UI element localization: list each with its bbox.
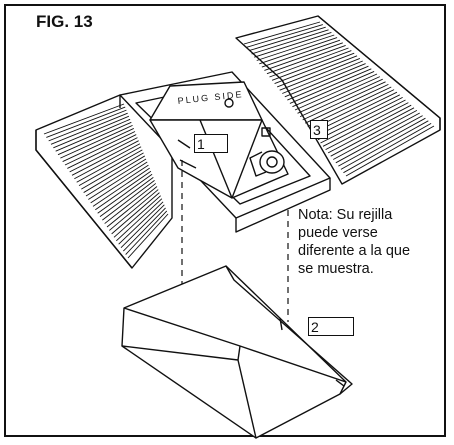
louver-line — [50, 112, 128, 145]
note-line: se muestra. — [298, 261, 374, 277]
louver-line — [76, 146, 142, 183]
louver-line — [305, 83, 389, 124]
note-line: Nota: Su rejilla — [298, 207, 393, 223]
louver-line — [287, 65, 369, 101]
right-louvers — [243, 21, 435, 177]
louver-line — [43, 103, 125, 135]
callout-3: 3 — [310, 120, 328, 139]
louver-line — [335, 115, 423, 164]
plug-side-housing — [149, 81, 289, 199]
louver-line — [55, 118, 131, 152]
grille-note: Nota: Su rejilla puede verse diferente a… — [298, 206, 452, 278]
louver-line — [261, 39, 341, 68]
right-grille-panel — [235, 15, 441, 185]
louver-line — [109, 189, 159, 231]
louver-line — [88, 161, 148, 200]
left-louvers — [43, 103, 169, 259]
louver-line — [333, 112, 420, 160]
callout-1: 1 — [194, 134, 228, 153]
louver-line — [118, 201, 164, 245]
louver-line — [340, 120, 429, 170]
louver-line — [102, 180, 155, 221]
louver-line — [282, 60, 363, 94]
louver-line — [64, 131, 136, 166]
louver-line — [78, 149, 143, 187]
louver-line — [294, 73, 378, 111]
louver-line — [271, 50, 352, 81]
alignment-lines — [181, 160, 289, 322]
louver-line — [259, 37, 338, 65]
louver-line — [338, 117, 426, 167]
louver-line — [67, 134, 137, 169]
louver-line — [256, 34, 335, 61]
louver-line — [83, 155, 146, 193]
louver-line — [320, 99, 406, 144]
louver-line — [74, 143, 141, 180]
louver-line — [269, 47, 349, 78]
louver-line — [297, 76, 381, 114]
louver-line — [48, 109, 127, 142]
louver-line — [60, 124, 133, 159]
louver-line — [85, 158, 147, 197]
louver-line — [90, 164, 149, 204]
callout-2: 2 — [308, 317, 354, 336]
louver-line — [317, 96, 403, 141]
louver-line — [248, 26, 326, 52]
louver-line — [274, 52, 355, 85]
louver-line — [307, 86, 392, 127]
louver-line — [315, 94, 400, 137]
louver-line — [330, 110, 418, 157]
left-grille-panel — [35, 94, 173, 269]
louver-line — [71, 140, 139, 176]
note-line: diferente a la que — [298, 243, 411, 259]
figure-title: FIG. 13 — [36, 12, 93, 31]
louver-line — [99, 176, 154, 218]
note-line: puede verse — [298, 225, 378, 241]
louver-line — [125, 210, 168, 255]
louver-line — [111, 192, 160, 235]
louver-line — [62, 128, 134, 162]
louver-line — [46, 106, 126, 138]
louver-line — [299, 78, 383, 118]
louver-line — [106, 186, 158, 228]
louver-line — [123, 207, 166, 252]
louver-line — [292, 70, 375, 108]
louver-line — [116, 198, 163, 242]
louver-line — [243, 21, 321, 45]
louver-line — [264, 42, 343, 71]
louver-line — [327, 107, 415, 154]
louver-line — [289, 68, 372, 104]
louver-line — [284, 63, 366, 98]
louver-line — [81, 152, 144, 190]
louver-line — [127, 213, 169, 259]
louver-line — [92, 167, 150, 207]
louver-line — [302, 81, 386, 121]
louver-line — [97, 173, 153, 214]
louver-line — [95, 170, 152, 211]
louver-line — [57, 121, 132, 156]
knockout-cylinder — [249, 150, 285, 177]
louver-line — [246, 24, 323, 48]
louver-line — [53, 115, 130, 149]
louver-line — [322, 102, 409, 147]
louver-line — [113, 195, 161, 238]
louver-line — [266, 44, 346, 75]
louver-line — [343, 123, 432, 174]
louver-line — [345, 125, 435, 177]
louver-line — [120, 204, 165, 248]
louver-line — [325, 104, 412, 150]
louver-line — [254, 31, 332, 58]
louver-line — [276, 55, 358, 88]
louver-line — [104, 183, 157, 224]
figure-frame — [4, 4, 446, 437]
louver-line — [69, 137, 138, 173]
louver-line — [251, 29, 329, 55]
diffuser-cover — [121, 265, 353, 439]
louver-line — [279, 57, 361, 91]
